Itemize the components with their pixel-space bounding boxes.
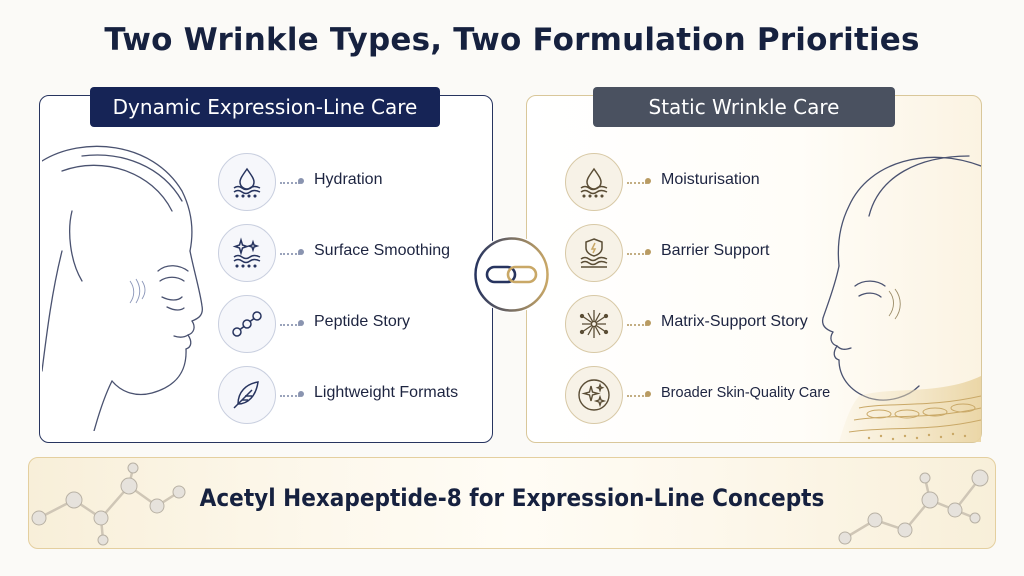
dynamic-face-illustration [42,145,203,431]
water-drop-icon [218,153,276,211]
item-label-barrier-support: Barrier Support [661,242,770,259]
page-title: Two Wrinkle Types, Two Formulation Prior… [104,22,920,58]
summary-banner: Acetyl Hexapeptide-8 for Expression-Line… [28,457,996,549]
static-face-illustration [821,155,981,442]
dynamic-care-panel: Dynamic Expression-Line Care [39,87,493,443]
feather-icon [218,366,276,424]
water-drop-icon [565,153,623,211]
item-label-surface-smoothing: Surface Smoothing [314,242,451,259]
molecule-left-decoration [31,462,186,546]
banner-title: Acetyl Hexapeptide-8 for Expression-Line… [199,484,825,512]
sparkles-icon [565,366,623,424]
static-care-panel: Static Wrinkle Care Moisturisation Barri… [526,87,982,443]
molecule-chain-icon [218,295,276,353]
molecule-right-decoration [838,469,989,545]
shield-layers-icon [565,224,623,282]
sparkle-waves-icon [218,224,276,282]
item-label-broader-skin-quality-care: Broader Skin-Quality Care [661,385,831,401]
dynamic-care-header: Dynamic Expression-Line Care [90,87,440,127]
item-label-lightweight-formats: Lightweight Formats [314,384,459,401]
item-label-hydration: Hydration [314,171,383,188]
matrix-network-icon [565,295,623,353]
item-label-moisturisation: Moisturisation [661,171,760,188]
link-icon [473,236,550,313]
item-label-peptide-story: Peptide Story [314,313,411,330]
static-care-header: Static Wrinkle Care [593,87,895,127]
item-label-matrix-support-story: Matrix-Support Story [661,313,808,330]
